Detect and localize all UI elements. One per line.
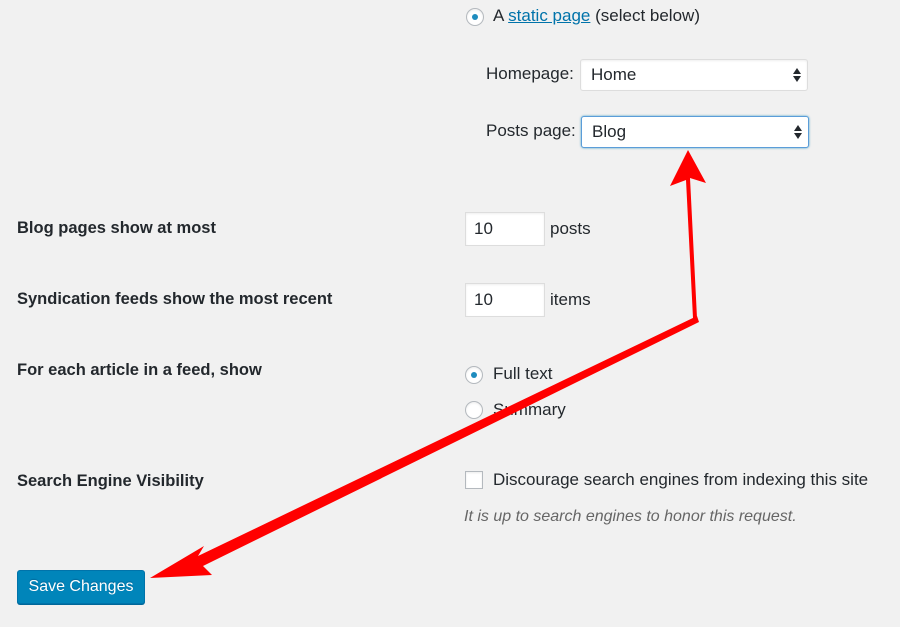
- static-page-prefix: A: [493, 6, 504, 25]
- feed-article-label: For each article in a feed, show: [17, 361, 262, 379]
- static-page-link[interactable]: static page: [508, 6, 591, 25]
- full-text-radio[interactable]: [465, 366, 483, 384]
- static-page-option-text: A static page (select below): [493, 6, 700, 26]
- summary-radio[interactable]: [465, 401, 483, 419]
- homepage-select[interactable]: Home: [580, 59, 808, 91]
- discourage-search-checkbox[interactable]: [465, 471, 483, 489]
- blog-pages-label: Blog pages show at most: [17, 219, 216, 237]
- homepage-label: Homepage:: [486, 64, 574, 83]
- posts-page-label: Posts page:: [486, 121, 576, 140]
- search-visibility-description: It is up to search engines to honor this…: [464, 508, 797, 525]
- syndication-unit: items: [550, 290, 591, 309]
- posts-page-select[interactable]: Blog: [581, 116, 809, 148]
- syndication-input[interactable]: 10: [465, 283, 545, 317]
- static-page-radio[interactable]: [466, 8, 484, 26]
- blog-pages-unit: posts: [550, 219, 591, 238]
- select-arrows-icon: [794, 124, 802, 140]
- summary-label: Summary: [493, 400, 566, 419]
- posts-page-select-value: Blog: [592, 122, 627, 141]
- syndication-label: Syndication feeds show the most recent: [17, 290, 333, 308]
- blog-pages-input[interactable]: 10: [465, 212, 545, 246]
- homepage-select-value: Home: [591, 65, 637, 84]
- select-arrows-icon: [793, 67, 801, 83]
- search-visibility-label: Search Engine Visibility: [17, 472, 204, 490]
- static-page-suffix: (select below): [595, 6, 700, 25]
- save-changes-button[interactable]: Save Changes: [17, 570, 145, 604]
- discourage-search-label: Discourage search engines from indexing …: [493, 470, 869, 489]
- annotation-arrow-diagonal: [150, 316, 699, 578]
- full-text-label: Full text: [493, 364, 553, 383]
- annotation-arrow-up: [670, 150, 706, 318]
